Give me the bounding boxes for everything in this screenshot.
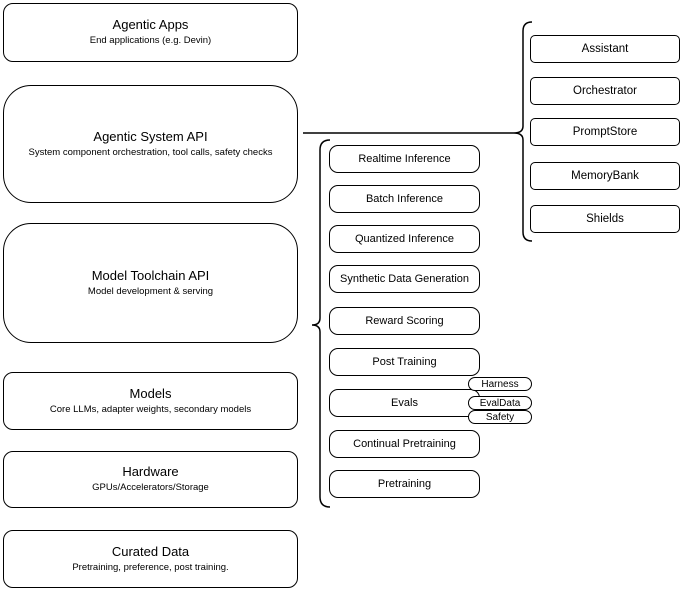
agentic-system-api-subtitle: System component orchestration, tool cal… [28,146,273,158]
eval-tag-harness: Harness [468,377,532,391]
toolchain-label: Batch Inference [365,193,444,205]
toolchain-box-reward-scoring: Reward Scoring [329,307,480,335]
agentic-apps-subtitle: End applications (e.g. Devin) [89,35,212,47]
toolchain-box-realtime-inference: Realtime Inference [329,145,480,173]
toolchain-box-continual-pretraining: Continual Pretraining [329,430,480,458]
eval-tag-label: EvalData [479,397,521,409]
agentic-apps-title: Agentic Apps [112,17,189,33]
toolchain-box-pretraining: Pretraining [329,470,480,498]
component-box-orchestrator: Orchestrator [530,77,680,105]
toolchain-label: Realtime Inference [358,153,451,165]
model-toolchain-api-box: Model Toolchain API Model development & … [3,223,298,343]
toolchain-label: Continual Pretraining [353,438,456,450]
component-label: Assistant [581,43,629,55]
component-box-promptstore: PromptStore [530,118,680,146]
hardware-subtitle: GPUs/Accelerators/Storage [92,482,209,494]
models-subtitle: Core LLMs, adapter weights, secondary mo… [49,403,252,415]
models-box: Models Core LLMs, adapter weights, secon… [3,372,298,430]
component-box-assistant: Assistant [530,35,680,63]
toolchain-box-batch-inference: Batch Inference [329,185,480,213]
toolchain-label: Evals [391,397,418,409]
toolchain-label: Pretraining [377,478,432,490]
eval-tag-safety: Safety [468,410,532,424]
component-box-memorybank: MemoryBank [530,162,680,190]
hardware-title: Hardware [122,464,179,480]
curated-data-title: Curated Data [111,543,190,559]
component-label: PromptStore [572,126,638,138]
model-toolchain-api-subtitle: Model development & serving [87,285,214,297]
component-label: MemoryBank [571,170,639,182]
agentic-system-api-title: Agentic System API [93,128,208,144]
toolchain-label: Post Training [372,356,437,368]
toolchain-box-quantized-inference: Quantized Inference [329,225,480,253]
models-title: Models [129,385,172,401]
toolchain-box-synthetic-data-generation: Synthetic Data Generation [329,265,480,293]
toolchain-box-post-training: Post Training [329,348,480,376]
toolchain-label: Reward Scoring [365,315,444,327]
toolchain-group-brace [311,139,331,508]
toolchain-label: Synthetic Data Generation [339,273,470,285]
eval-tag-evaldata: EvalData [468,396,532,410]
toolchain-box-evals: Evals [329,389,480,417]
component-label: Orchestrator [573,85,637,97]
eval-tag-label: Safety [485,411,515,423]
toolchain-label: Quantized Inference [354,233,455,245]
eval-tag-label: Harness [481,378,519,390]
component-box-shields: Shields [530,205,680,233]
agentic-apps-box: Agentic Apps End applications (e.g. Devi… [3,3,298,62]
curated-data-subtitle: Pretraining, preference, post training. [72,561,229,573]
model-toolchain-api-title: Model Toolchain API [91,267,210,283]
hardware-box: Hardware GPUs/Accelerators/Storage [3,451,298,508]
component-label: Shields [586,213,624,225]
curated-data-box: Curated Data Pretraining, preference, po… [3,530,298,588]
agentic-system-api-box: Agentic System API System component orch… [3,85,298,203]
